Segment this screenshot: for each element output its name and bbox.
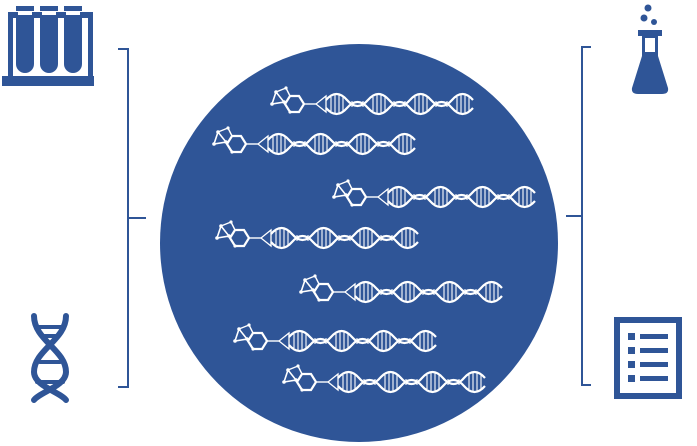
test-tubes-rack-icon [2, 6, 94, 86]
checklist-icon [614, 317, 682, 399]
erlenmeyer-flask-icon [631, 4, 669, 94]
left-bracket [118, 48, 146, 388]
dna-helix-icon [30, 313, 70, 403]
right-bracket [566, 46, 591, 386]
library-circle [160, 44, 558, 442]
